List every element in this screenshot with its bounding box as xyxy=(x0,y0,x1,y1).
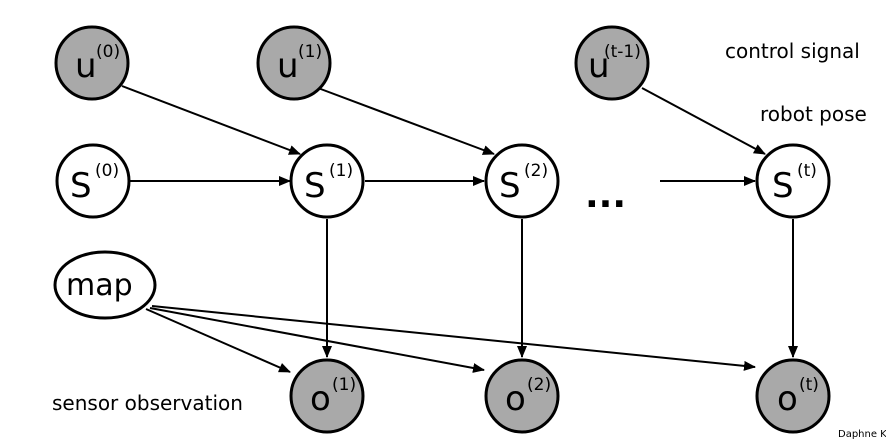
edge-map-o2 xyxy=(149,307,485,373)
node-ut1: u (t-1) xyxy=(574,25,650,101)
svg-text:S: S xyxy=(772,166,794,206)
svg-text:(0): (0) xyxy=(96,42,120,62)
svg-text:u: u xyxy=(588,46,610,86)
svg-text:(2): (2) xyxy=(524,161,548,181)
edges xyxy=(121,85,798,373)
label-sensor-observation: sensor observation xyxy=(52,391,243,415)
svg-text:(1): (1) xyxy=(332,375,356,395)
node-s2: S (2) xyxy=(484,143,560,219)
label-robot-pose: robot pose xyxy=(760,102,867,126)
svg-text:map: map xyxy=(66,268,133,303)
node-s0: S (0) xyxy=(55,143,131,219)
svg-text:o: o xyxy=(505,379,526,419)
svg-text:(t): (t) xyxy=(799,375,819,395)
svg-text:S: S xyxy=(499,166,521,206)
svg-text:o: o xyxy=(777,379,798,419)
svg-text:(1): (1) xyxy=(329,161,353,181)
ellipsis: ... xyxy=(585,175,626,216)
edge-map-o1 xyxy=(145,308,291,373)
svg-text:(0): (0) xyxy=(95,161,119,181)
node-o2: o (2) xyxy=(484,358,560,434)
label-control-signal: control signal xyxy=(725,39,860,63)
edge-ut1-st xyxy=(641,87,766,155)
svg-text:o: o xyxy=(310,379,331,419)
node-u1: u (1) xyxy=(256,25,332,101)
svg-text:S: S xyxy=(304,166,326,206)
svg-text:(2): (2) xyxy=(527,375,551,395)
svg-text:u: u xyxy=(75,46,97,86)
node-st: S (t) xyxy=(755,143,831,219)
edge-u0-s1 xyxy=(121,85,301,155)
svg-text:S: S xyxy=(70,166,92,206)
svg-text:u: u xyxy=(277,46,299,86)
svg-text:(1): (1) xyxy=(298,42,322,62)
node-map: map xyxy=(53,250,157,320)
edge-map-ot xyxy=(151,305,756,371)
credit-text: Daphne K xyxy=(838,429,886,440)
edge-u1-s2 xyxy=(317,87,495,155)
svg-text:(t): (t) xyxy=(797,161,817,181)
node-u0: u (0) xyxy=(54,25,130,101)
node-s1: S (1) xyxy=(289,143,365,219)
svg-text:(t-1): (t-1) xyxy=(604,42,641,62)
node-ot: o (t) xyxy=(755,358,831,434)
node-o1: o (1) xyxy=(289,358,365,434)
